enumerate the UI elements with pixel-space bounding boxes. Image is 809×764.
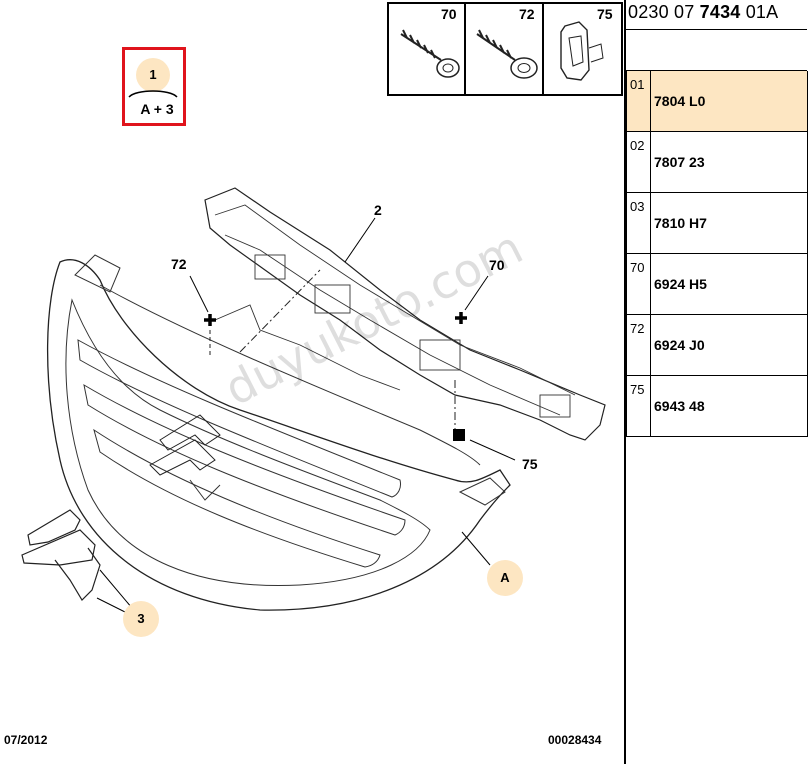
parts-row-index: 72 <box>627 315 651 375</box>
parts-row-ref[interactable]: 7807 23 <box>654 154 705 170</box>
hw-label-72: 72 <box>519 6 535 22</box>
parts-row-index: 70 <box>627 254 651 314</box>
part-number-suffix: 01A <box>740 2 779 22</box>
label-screw-70: 70 <box>489 257 505 273</box>
clip-75-marker <box>453 429 465 441</box>
parts-row-75[interactable]: 75 6943 48 <box>626 376 808 437</box>
screw-70-marker <box>455 312 467 324</box>
label-clip-75: 75 <box>522 456 538 472</box>
callout-formula: A + 3 <box>140 101 174 117</box>
parts-row-72[interactable]: 72 6924 J0 <box>626 315 808 376</box>
exploded-diagram <box>21 187 606 637</box>
grille-slat-2 <box>83 383 406 536</box>
parts-row-index: 02 <box>627 132 651 192</box>
part-number-bold: 7434 <box>699 2 741 22</box>
parts-row-index: 01 <box>627 71 651 131</box>
callout-graphic <box>128 58 178 98</box>
grille-inner-rim <box>65 298 431 587</box>
footer-code: 00028434 <box>548 733 602 747</box>
label-screw-72: 72 <box>171 256 187 272</box>
parts-row-index: 75 <box>627 376 651 436</box>
label-bubble-a: A <box>500 570 510 585</box>
parts-row-ref[interactable]: 7804 L0 <box>654 93 706 109</box>
panel-divider <box>624 0 626 764</box>
grille-slat-3 <box>93 428 381 568</box>
screw-72-marker <box>204 314 216 326</box>
label-part-2: 2 <box>374 202 382 218</box>
grille-slat-1 <box>77 339 401 498</box>
label-bubble-3: 3 <box>137 611 145 626</box>
emblem-part-3 <box>21 509 101 601</box>
screw-72-icon <box>476 29 538 79</box>
parts-row-02[interactable]: 02 7807 23 <box>626 132 808 193</box>
parts-row-ref[interactable]: 6943 48 <box>654 398 705 414</box>
bubble-a <box>487 560 523 596</box>
bracket-part-2 <box>204 187 606 441</box>
bubble-3 <box>123 601 159 637</box>
hw-label-70: 70 <box>441 6 457 22</box>
parts-row-01[interactable]: 01 7804 L0 <box>626 71 808 132</box>
parts-row-03[interactable]: 03 7810 H7 <box>626 193 808 254</box>
hardware-box: 70 72 75 <box>387 2 623 96</box>
clip-75-icon <box>560 21 604 81</box>
parts-row-ref[interactable]: 7810 H7 <box>654 215 707 231</box>
footer-date: 07/2012 <box>4 733 48 747</box>
parts-row-ref[interactable]: 6924 H5 <box>654 276 707 292</box>
parts-row-ref[interactable]: 6924 J0 <box>654 337 705 353</box>
screw-70-icon <box>400 29 460 78</box>
hw-label-75: 75 <box>597 6 613 22</box>
grille-logo <box>149 414 221 476</box>
parts-row-70[interactable]: 70 6924 H5 <box>626 254 808 315</box>
parts-row-index: 03 <box>627 193 651 253</box>
parts-table: 01 7804 L0 02 7807 23 03 7810 H7 70 6924… <box>626 71 808 437</box>
callout-number: 1 <box>149 67 157 82</box>
part-number-prefix: 0230 07 <box>628 2 700 22</box>
table-header-box <box>626 29 807 72</box>
part-number-header: 0230 07 7434 01A <box>628 2 778 23</box>
